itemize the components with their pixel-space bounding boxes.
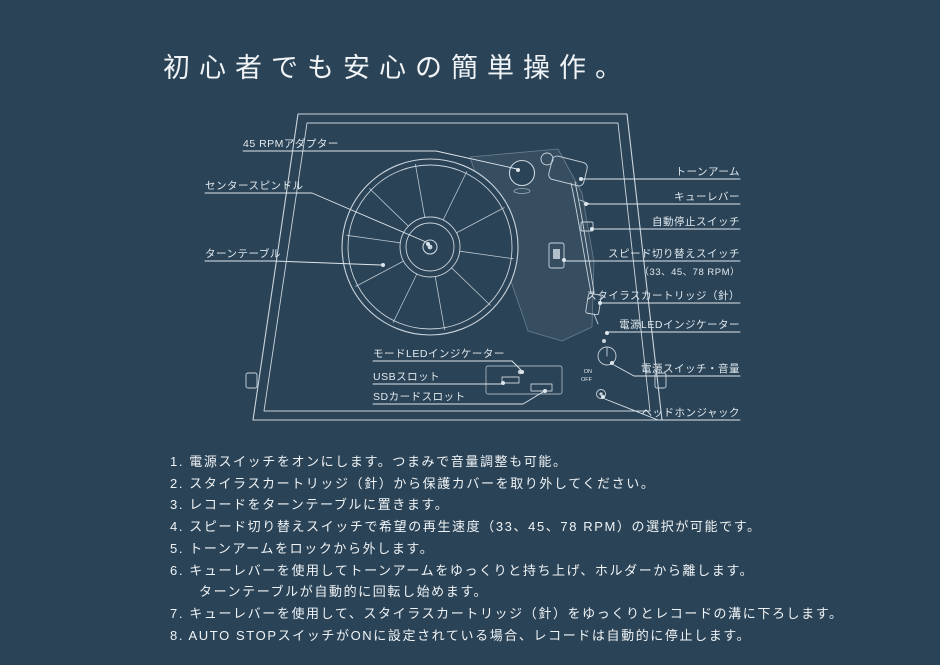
label-tonearm: トーンアーム (675, 166, 740, 178)
speed-switch-part (548, 242, 565, 269)
label-turntable: ターンテーブル (205, 248, 281, 260)
label-center-spindle: センタースピンドル (205, 180, 304, 192)
power-cluster-part (596, 339, 617, 399)
platter (341, 158, 519, 336)
instruction-line-4: 4. スピード切り替えスイッチで希望の再生速度（33、45、78 RPM）の選択… (170, 519, 762, 535)
headshell-part (585, 293, 602, 316)
cue-lever-part (579, 199, 591, 205)
leader-lines (204, 150, 741, 421)
label-mode-led-indicator: モードLEDインジケーター (373, 348, 505, 360)
label-power-led-indicator: 電源LEDインジケーター (619, 319, 740, 331)
instruction-line-8: 8. AUTO STOPスイッチがONに設定されている場合、レコードは自動的に停… (170, 627, 752, 643)
instruction-line-2: 2. スタイラスカートリッジ（針）から保護カバーを取り外してください。 (170, 475, 656, 491)
label-usb-slot: USBスロット (373, 371, 441, 383)
instruction-line-6-continued: ターンテーブルが自動的に回転し始めます。 (199, 584, 489, 600)
center-spindle-part (422, 239, 438, 255)
power-switch-engraving: ON OFF (581, 369, 593, 383)
instruction-line-6: 6. キューレバーを使用してトーンアームをゆっくりと持ち上げ、ホルダーから離しま… (170, 562, 755, 578)
auto-stop-switch-part (580, 221, 594, 232)
label-power-switch-volume: 電源スイッチ・音量 (641, 363, 740, 375)
off-text: OFF (581, 377, 593, 383)
adapter-45rpm-part (508, 159, 536, 194)
label-sd-card-slot: SDカードスロット (373, 391, 466, 403)
usb-slot-part (501, 376, 520, 384)
stylus-part (593, 313, 599, 325)
label-speed-switch-rpm: （33、45、78 RPM） (639, 267, 740, 278)
on-text: ON (584, 369, 592, 375)
instruction-line-3: 3. レコードをターンテーブルに置きます。 (170, 497, 450, 513)
label-cue-lever: キューレバー (674, 191, 740, 203)
instruction-line-7: 7. キューレバーを使用して、スタイラスカートリッジ（針）をゆっくりとレコードの… (170, 605, 844, 621)
sd-slot-part (530, 383, 553, 392)
instruction-line-5: 5. トーンアームをロックから外します。 (170, 540, 435, 556)
label-speed-switch: スピード切り替えスイッチ (608, 248, 740, 260)
label-headphone-jack: ヘッドホンジャック (641, 407, 740, 419)
instructions: 1. 電源スイッチをオンにします。つまみで音量調整も可能。 2. スタイラスカー… (170, 451, 920, 646)
slot-panel-part (485, 365, 563, 395)
instruction-line-1: 1. 電源スイッチをオンにします。つまみで音量調整も可能。 (170, 454, 568, 469)
power-knob-part (597, 346, 617, 366)
power-led-part (602, 339, 606, 343)
headphone-jack-part (596, 389, 606, 399)
tonearm-part (540, 152, 602, 325)
label-45rpm-adapter: 45 RPMアダプター (243, 138, 339, 150)
label-auto-stop-switch: 自動停止スイッチ (652, 216, 740, 228)
page-title: 初心者でも安心の簡単操作。 (163, 53, 631, 83)
label-stylus-cartridge: スタイラスカートリッジ（針） (586, 290, 740, 302)
